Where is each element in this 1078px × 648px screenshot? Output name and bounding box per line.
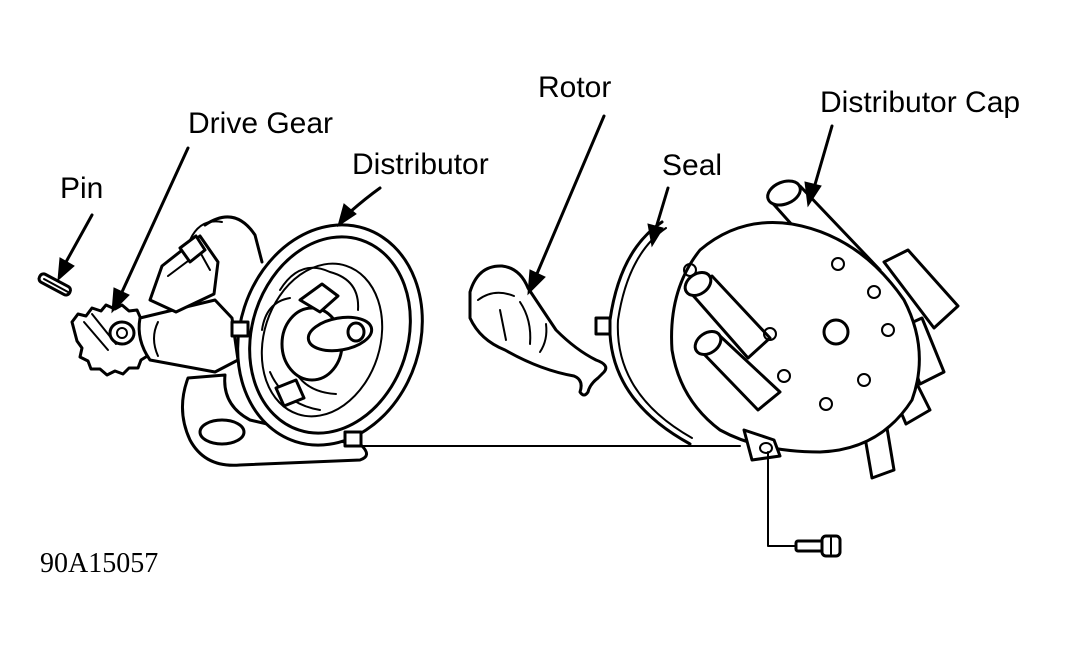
pin-label: Pin: [60, 172, 103, 205]
distributor-label: Distributor: [352, 148, 489, 181]
seal-label: Seal: [662, 149, 722, 182]
distributor-part: [137, 215, 424, 467]
seal-part: [594, 220, 693, 446]
distributor-leader-arrow: [337, 186, 382, 228]
rotor-leader-arrow: [527, 114, 606, 296]
hold-down-bolt: [767, 451, 842, 558]
distributor-cap-leader-arrow: [804, 124, 834, 208]
drive-gear-leader-arrow: [111, 146, 190, 314]
rotor-part: [468, 264, 608, 397]
seal-leader-arrow: [647, 186, 670, 248]
distributor-cap-label: Distributor Cap: [820, 86, 1020, 119]
drive-gear-label: Drive Gear: [188, 107, 333, 140]
rotor-label: Rotor: [538, 71, 611, 104]
figure-id: 90A15057: [40, 548, 158, 579]
distributor-cap-part: [670, 179, 960, 480]
pin-leader-arrow: [57, 213, 94, 282]
pin-part: [37, 272, 72, 297]
